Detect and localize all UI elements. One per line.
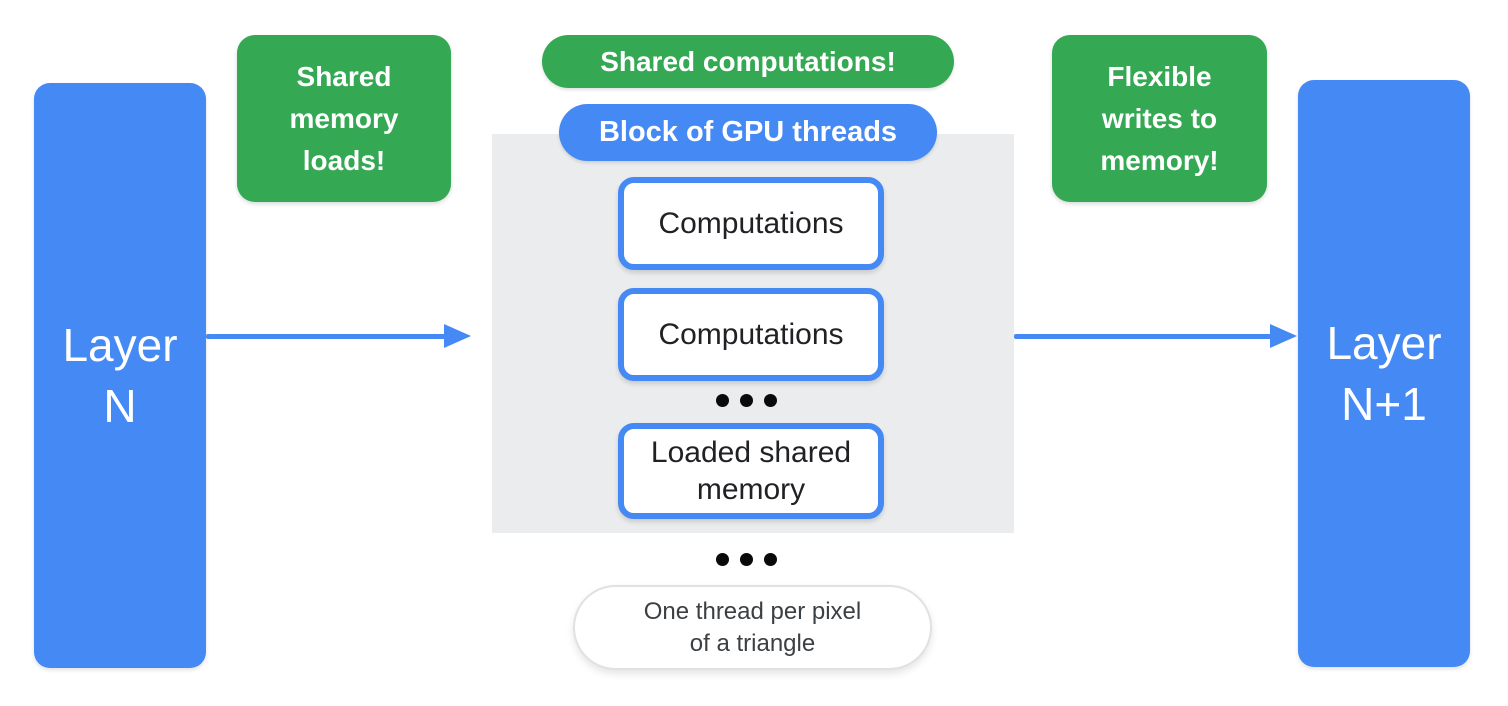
arrow-head-icon: [1270, 324, 1297, 348]
computations-box-1: Computations: [618, 177, 884, 270]
dot-icon: [740, 394, 753, 407]
computations-box-2-label: Computations: [658, 318, 844, 351]
caption-one-thread-per-pixel: One thread per pixel of a triangle: [573, 585, 932, 670]
computations-box-1-label: Computations: [658, 207, 844, 240]
caption-line1: One thread per pixel: [643, 597, 862, 625]
pill-shared-computations-label: Shared computations!: [600, 45, 896, 77]
arrow-layer-n-to-block-icon: [206, 324, 474, 349]
dot-icon: [716, 553, 729, 566]
arrow-shaft: [1014, 334, 1272, 339]
ellipsis-dots-icon: [716, 553, 777, 566]
layer-n-plus-1-label-line2: N+1: [1341, 377, 1427, 430]
layer-n-plus-1-label: Layer N+1: [1326, 313, 1441, 435]
dot-icon: [716, 394, 729, 407]
layer-n-label-line2: N: [103, 379, 137, 432]
loaded-shared-memory-label-line2: memory: [696, 473, 806, 506]
note-line: Shared: [296, 60, 392, 92]
pill-block-of-gpu-threads: Block of GPU threads: [559, 104, 937, 161]
note-shared-memory-loads: Shared memory loads!: [237, 35, 451, 202]
computations-box-2: Computations: [618, 288, 884, 381]
dot-icon: [764, 553, 777, 566]
note-line: loads!: [302, 144, 386, 176]
note-line: Flexible: [1107, 60, 1212, 92]
dot-icon: [764, 394, 777, 407]
layer-n-box: Layer N: [34, 83, 206, 668]
note-line: writes to: [1101, 102, 1218, 134]
note-line: memory!: [1100, 144, 1219, 176]
caption-line2: of a triangle: [689, 629, 816, 657]
pill-shared-computations: Shared computations!: [542, 35, 954, 88]
loaded-shared-memory-label-line1: Loaded shared: [650, 436, 852, 469]
layer-n-plus-1-label-line1: Layer: [1326, 316, 1442, 369]
pill-block-of-gpu-threads-label: Block of GPU threads: [598, 116, 898, 148]
loaded-shared-memory-box: Loaded shared memory: [618, 423, 884, 519]
note-flexible-writes: Flexible writes to memory!: [1052, 35, 1267, 202]
layer-n-label-line1: Layer: [62, 318, 178, 371]
dot-icon: [740, 553, 753, 566]
note-line: memory: [289, 102, 399, 134]
ellipsis-dots-icon: [716, 394, 777, 407]
arrow-head-icon: [444, 324, 471, 348]
layer-n-plus-1-box: Layer N+1: [1298, 80, 1470, 667]
arrow-shaft: [206, 334, 446, 339]
layer-n-label: Layer N: [62, 315, 177, 437]
arrow-block-to-layer-n-plus-1-icon: [1014, 324, 1298, 349]
